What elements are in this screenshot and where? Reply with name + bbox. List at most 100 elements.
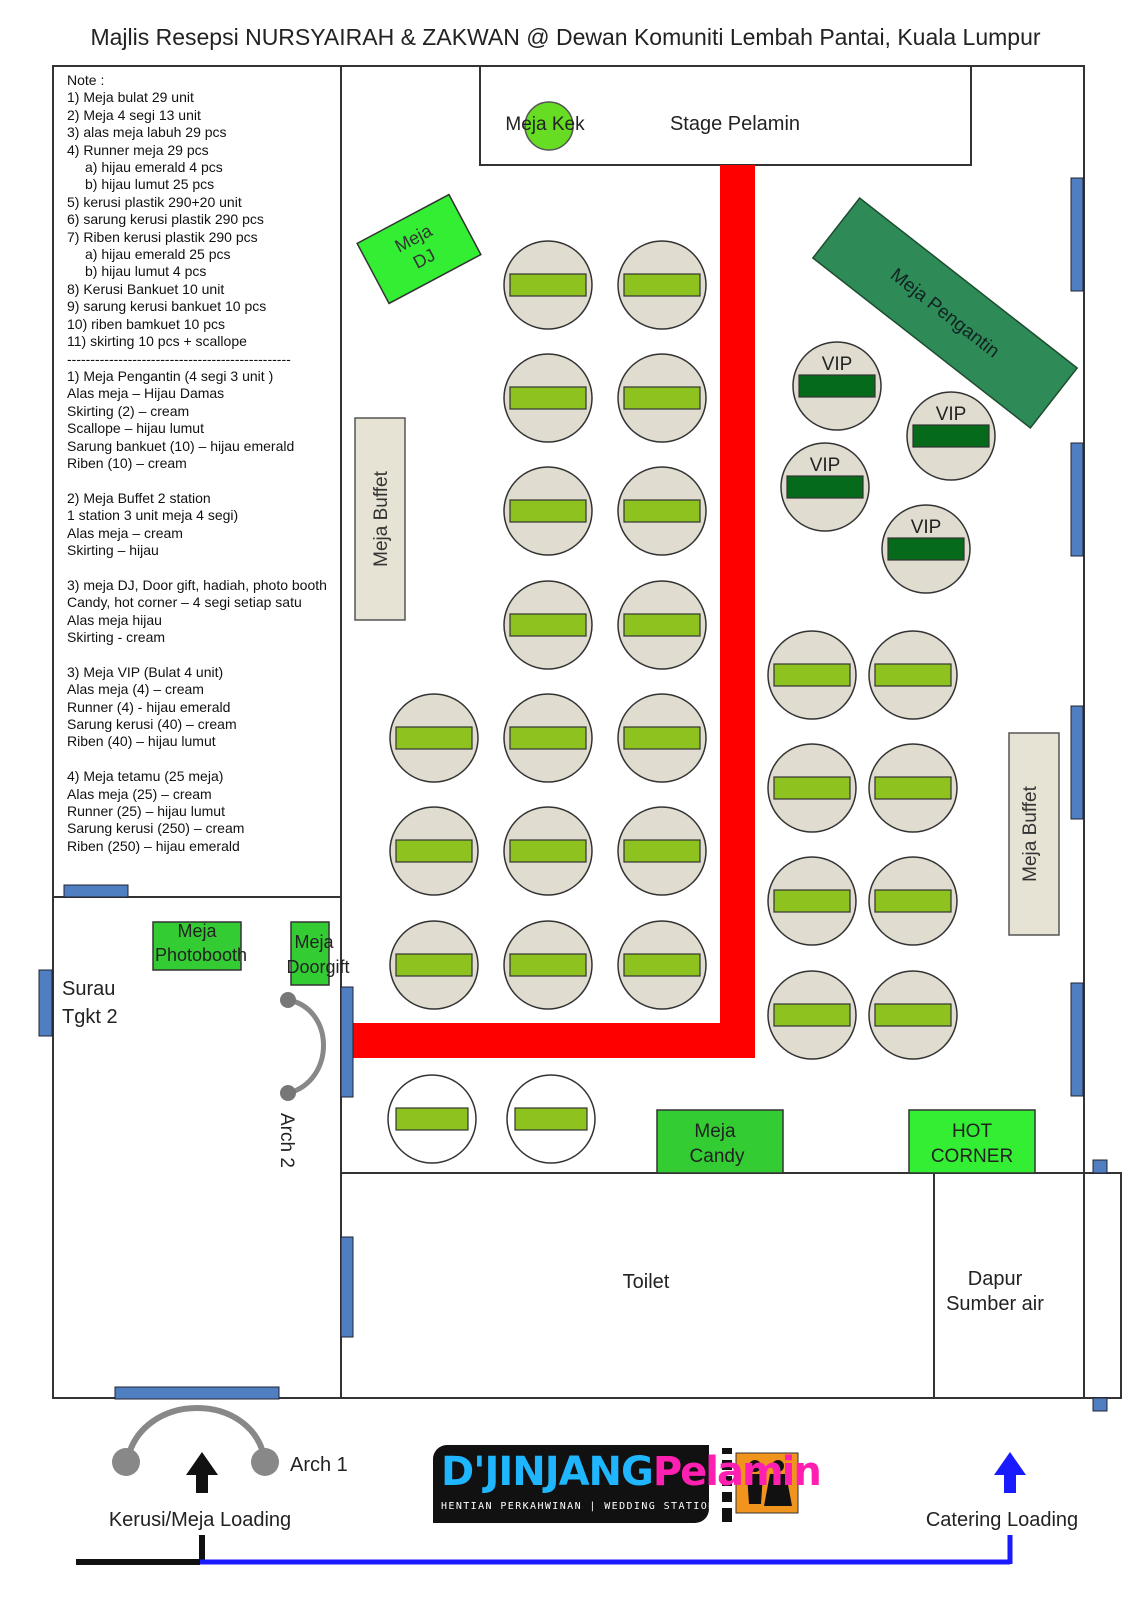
note-line: Sarung kerusi (40) – cream: [67, 715, 237, 732]
guest-table: [767, 970, 857, 1060]
note-line: Sarung bankuet (10) – hijau emerald: [67, 437, 295, 454]
arch-2: [288, 997, 326, 1096]
guest-table: [617, 693, 707, 783]
surau-label: Surau: [62, 978, 115, 1000]
note-line: Note :: [67, 72, 105, 88]
note-line: 8) Kerusi Bankuet 10 unit: [67, 280, 225, 297]
door: [1070, 177, 1084, 292]
meja-doorgift: [290, 921, 330, 986]
door: [1070, 982, 1084, 1097]
door: [340, 986, 354, 1098]
hot-corner-label: CORNER: [931, 1146, 1013, 1167]
note-line: b) hijau lumut 25 pcs: [85, 176, 215, 193]
vip-table: VIP: [792, 341, 882, 431]
dapur-annex-wall: [1084, 1172, 1122, 1399]
note-line: Alas meja – Hijau Damas: [67, 385, 225, 402]
hot-corner: [908, 1109, 1036, 1174]
doorgift-label: Doorgift: [286, 957, 349, 977]
vip-label: VIP: [936, 404, 967, 425]
note-line: 1 station 3 unit meja 4 segi): [67, 507, 239, 524]
logo-main: D'JINJANG: [441, 1449, 654, 1495]
guest-table: [868, 743, 958, 833]
page-title: Majlis Resepsi NURSYAIRAH & ZAKWAN @ Dew…: [90, 24, 1041, 50]
photobooth-label: Meja: [177, 921, 217, 941]
note-line: a) hijau emerald 4 pcs: [85, 159, 223, 176]
guest-table: [767, 630, 857, 720]
note-line: [67, 472, 347, 489]
logo-tagline: HENTIAN PERKAHWINAN | WEDDING STATION: [441, 1501, 716, 1512]
djinjang-logo: D'JINJANGPelamin HENTIAN PERKAHWINAN | W…: [433, 1445, 822, 1523]
meja-buffet-left: [354, 417, 406, 621]
note-line: Skirting – hijau: [67, 541, 159, 558]
vip-tables: VIP VIP VIP VIP: [780, 341, 996, 594]
note-line: ----------------------------------------…: [67, 350, 291, 367]
note-line: 3) Meja VIP (Bulat 4 unit): [67, 663, 224, 680]
note-line: 2) Meja Buffet 2 station: [67, 489, 211, 506]
photobooth-label: Photobooth: [155, 945, 247, 965]
note-line: 6) sarung kerusi plastik 290 pcs: [67, 211, 264, 228]
arch-1-label: Arch 1: [290, 1454, 348, 1476]
door: [38, 969, 53, 1037]
surau-label: Tgkt 2: [62, 1006, 118, 1028]
vip-table: VIP: [881, 504, 971, 594]
vip-table: VIP: [780, 442, 870, 532]
arch-1-post: [251, 1448, 279, 1476]
catering-loading-label: Catering Loading: [926, 1509, 1078, 1531]
guest-table: [617, 240, 707, 330]
guest-table: [389, 920, 479, 1010]
dapur-label: Sumber air: [946, 1293, 1044, 1315]
note-line: 4) Runner meja 29 pcs: [67, 141, 209, 158]
note-line: [67, 751, 347, 768]
guest-table: [503, 353, 593, 443]
guest-table: [617, 580, 707, 670]
guest-table: [767, 743, 857, 833]
note-line: Skirting (2) – cream: [67, 402, 190, 419]
arch-2-label: Arch 2: [276, 1113, 297, 1168]
vip-label: VIP: [810, 455, 841, 476]
guest-table: [503, 806, 593, 896]
note-line: Alas meja (25) – cream: [67, 785, 212, 802]
hot-corner-label: HOT: [952, 1121, 993, 1142]
note-line: 9) sarung kerusi bankuet 10 pcs: [67, 298, 267, 315]
note-line: 3) alas meja labuh 29 pcs: [67, 124, 227, 141]
kerusi-loading-label: Kerusi/Meja Loading: [109, 1509, 291, 1531]
note-line: [67, 646, 347, 663]
door: [1070, 442, 1084, 557]
note-line: a) hijau emerald 25 pcs: [85, 246, 231, 263]
note-line: Alas meja hijau: [67, 611, 162, 628]
guest-table: [868, 856, 958, 946]
note-line: 11) skirting 10 pcs + scallope: [67, 333, 247, 350]
extra-table: [506, 1074, 596, 1164]
guest-table: [767, 856, 857, 946]
note-line: Runner (4) - hijau emerald: [67, 698, 231, 715]
guest-table: [617, 920, 707, 1010]
meja-photobooth: [152, 921, 242, 971]
note-line: Candy, hot corner – 4 segi setiap satu: [67, 594, 302, 611]
note-line: 2) Meja 4 segi 13 unit: [67, 106, 201, 123]
note-line: 1) Meja Pengantin (4 segi 3 unit ): [67, 367, 274, 384]
wedding-couple-icon: [722, 1448, 799, 1522]
guest-table: [503, 466, 593, 556]
door: [340, 1236, 354, 1338]
note-line: Riben (40) – hijau lumut: [67, 733, 216, 750]
doorgift-label: Meja: [294, 932, 334, 952]
meja-candy: [656, 1109, 784, 1174]
door: [1092, 1159, 1108, 1174]
door: [1070, 705, 1084, 820]
arch-1-post: [112, 1448, 140, 1476]
guest-table: [617, 466, 707, 556]
note-line: 4) Meja tetamu (25 meja): [67, 768, 224, 785]
guest-table: [503, 693, 593, 783]
note-line: 10) riben bamkuet 10 pcs: [67, 315, 225, 332]
vip-table: VIP: [906, 391, 996, 481]
note-line: Skirting - cream: [67, 628, 166, 645]
guest-table: [617, 806, 707, 896]
guest-tables: [389, 240, 958, 1060]
buffet-label: Meja Buffet: [1020, 785, 1041, 881]
logo-accent: Pelamin: [652, 1449, 822, 1495]
toilet-label: Toilet: [623, 1271, 670, 1293]
note-line: Alas meja (4) – cream: [67, 681, 204, 698]
guest-table: [389, 806, 479, 896]
note-line: 3) meja DJ, Door gift, hadiah, photo boo…: [67, 576, 327, 593]
